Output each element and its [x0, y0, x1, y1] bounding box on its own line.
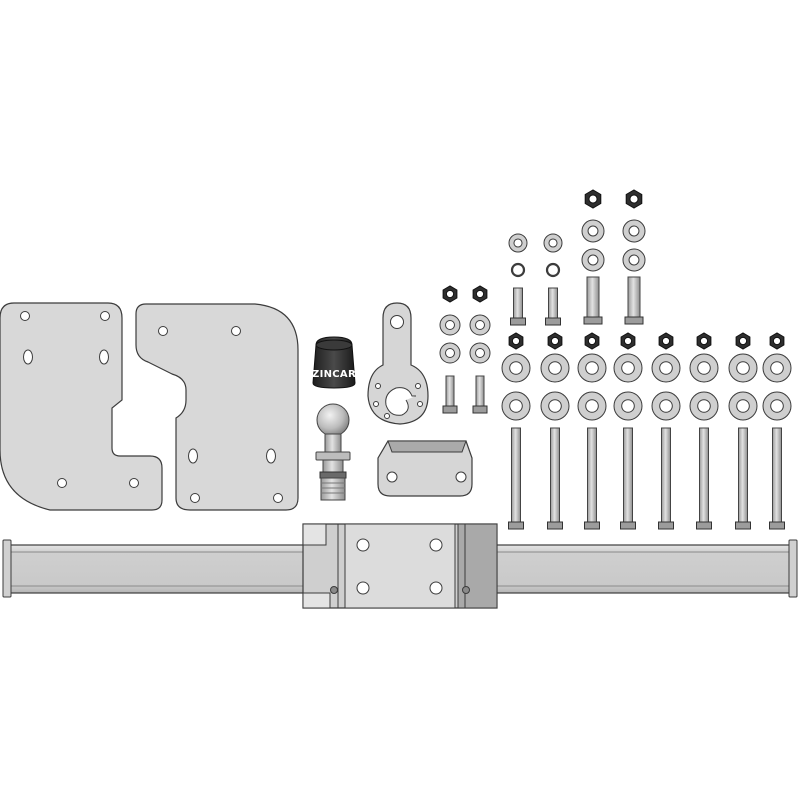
flat-washer-hole — [548, 361, 562, 375]
left-mounting-plate — [0, 302, 163, 511]
bolt-shank — [475, 375, 485, 407]
bolt-head — [769, 521, 785, 530]
flat-washer-hole — [585, 399, 599, 413]
bolt-head — [584, 521, 600, 530]
bolt-shank — [772, 427, 782, 523]
flat-washer-hole — [770, 399, 784, 413]
flat-washer-hole — [736, 399, 750, 413]
bolt-shank — [550, 427, 560, 523]
fastener-hardware — [439, 189, 792, 530]
bolt-shank — [445, 375, 455, 407]
bolt-head — [658, 521, 674, 530]
flat-washer-hole — [509, 399, 523, 413]
flat-washer-hole — [621, 361, 635, 375]
tow-bar-crossbeam — [2, 539, 798, 598]
flat-washer-hole — [548, 238, 558, 248]
bolt-shank — [623, 427, 633, 523]
center-mounting-bracket — [302, 523, 498, 609]
hex-nut-hole — [623, 336, 633, 346]
tow-ball — [315, 403, 351, 501]
hex-nut-hole — [772, 336, 782, 346]
flat-washer-hole — [697, 399, 711, 413]
flat-washer-hole — [736, 361, 750, 375]
bolt-shank — [699, 427, 709, 523]
cap-brand-label: ZINCAR — [312, 369, 356, 380]
hex-nut-hole — [661, 336, 671, 346]
flat-washer-hole — [628, 254, 640, 266]
hex-nut-hole — [699, 336, 709, 346]
hex-nut-hole — [629, 194, 639, 204]
bolt-head — [547, 521, 563, 530]
hex-nut-hole — [445, 289, 455, 299]
bolt-head — [583, 316, 603, 325]
bolt-shank — [513, 287, 523, 319]
bolt-shank — [661, 427, 671, 523]
bolt-head — [545, 317, 561, 326]
spring-washer — [510, 262, 526, 278]
socket-cap: ZINCAR — [312, 336, 356, 389]
hex-nut-hole — [511, 336, 521, 346]
flat-washer-hole — [585, 361, 599, 375]
flat-washer-hole — [628, 225, 640, 237]
bolt-head — [620, 521, 636, 530]
flat-washer-hole — [697, 361, 711, 375]
hex-nut-hole — [587, 336, 597, 346]
spring-washer — [545, 262, 561, 278]
bolt-head — [508, 521, 524, 530]
flat-washer-hole — [548, 399, 562, 413]
flat-washer-hole — [659, 399, 673, 413]
hex-nut-hole — [738, 336, 748, 346]
socket-bracket — [367, 302, 429, 425]
flat-washer-hole — [475, 348, 485, 358]
right-mounting-plate — [135, 303, 299, 511]
hex-nut-hole — [475, 289, 485, 299]
bolt-shank — [627, 276, 641, 318]
bolt-head — [735, 521, 751, 530]
flat-washer-hole — [621, 399, 635, 413]
hex-nut-hole — [588, 194, 598, 204]
flat-washer-hole — [513, 238, 523, 248]
flat-washer-hole — [770, 361, 784, 375]
bolt-head — [696, 521, 712, 530]
bolt-head — [624, 316, 644, 325]
bolt-shank — [548, 287, 558, 319]
bolt-head — [510, 317, 526, 326]
flat-washer-hole — [587, 254, 599, 266]
bolt-head — [472, 405, 488, 414]
flat-washer-hole — [509, 361, 523, 375]
flat-washer-hole — [659, 361, 673, 375]
hex-nut-hole — [550, 336, 560, 346]
angle-bracket — [377, 440, 473, 497]
bolt-shank — [738, 427, 748, 523]
bolt-shank — [511, 427, 521, 523]
flat-washer-hole — [445, 348, 455, 358]
flat-washer-hole — [445, 320, 455, 330]
bolt-shank — [586, 276, 600, 318]
bolt-shank — [587, 427, 597, 523]
flat-washer-hole — [475, 320, 485, 330]
flat-washer-hole — [587, 225, 599, 237]
bolt-head — [442, 405, 458, 414]
